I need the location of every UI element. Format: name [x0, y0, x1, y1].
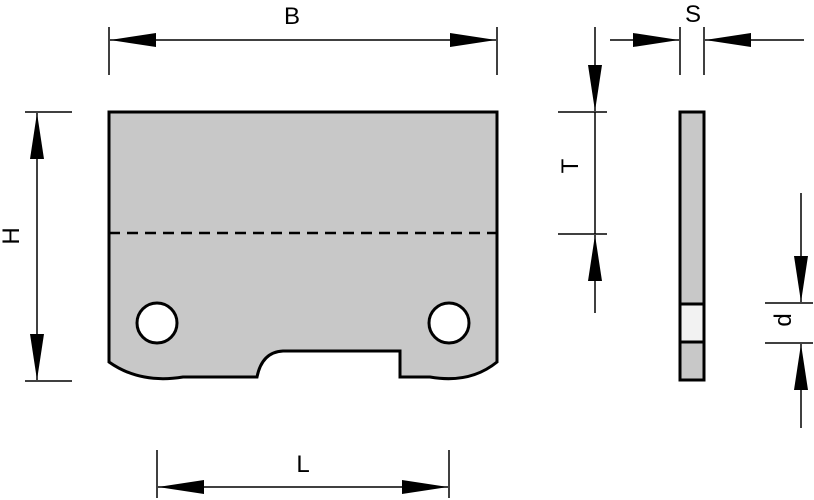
dimension-T	[558, 27, 607, 313]
dimension-H	[25, 111, 72, 382]
hole-left	[135, 301, 179, 345]
label-d: d	[770, 313, 797, 326]
label-S: S	[685, 1, 701, 28]
label-H: H	[0, 227, 25, 244]
dimension-d	[765, 193, 813, 428]
dimension-S	[610, 27, 804, 75]
side-insert	[678, 302, 706, 344]
dimension-B	[108, 27, 498, 75]
plate-front-view	[107, 110, 499, 381]
label-T: T	[557, 158, 584, 173]
label-L: L	[296, 451, 309, 478]
dimension-L	[156, 450, 450, 498]
label-B: B	[284, 3, 300, 30]
hole-right	[427, 301, 471, 345]
